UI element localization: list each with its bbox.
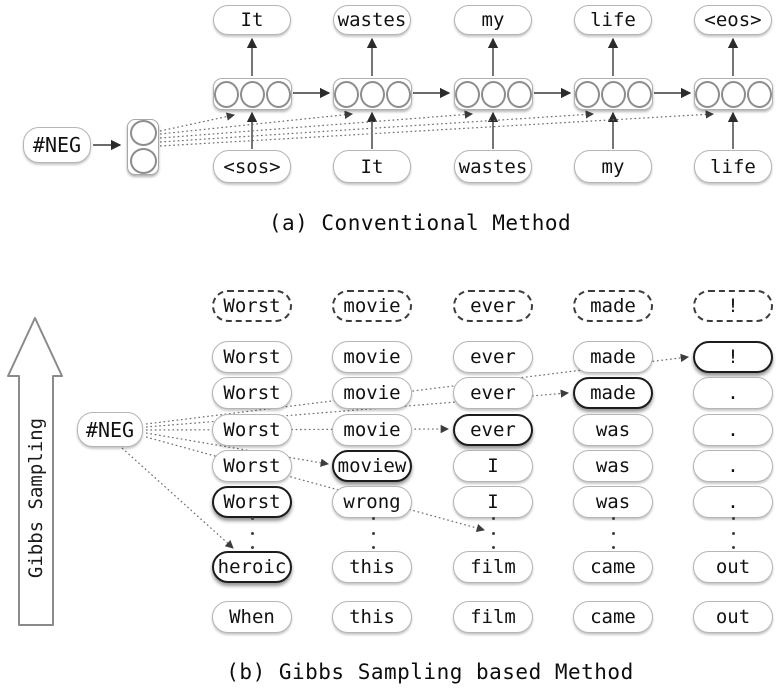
word-box: Worst [212, 377, 292, 409]
hidden-unit-circle [455, 80, 480, 108]
word-box: Worst [212, 450, 292, 482]
hidden-unit-circle [360, 80, 385, 108]
hidden-unit-circle [695, 80, 720, 108]
dotted-context-cell3 [159, 110, 474, 139]
word-box: movie [332, 341, 412, 373]
word-box: this [332, 551, 412, 583]
word-box: was [573, 486, 653, 518]
dotted-context-cell5 [159, 110, 715, 147]
word-box: out [693, 551, 773, 583]
output-word-box: <eos> [694, 5, 772, 35]
selected-word-box: heroic [212, 551, 292, 583]
input-word-box: <sos> [213, 150, 291, 183]
candidate-box-dashed: ever [453, 290, 533, 322]
dotted-context-cell4 [159, 110, 595, 143]
input-word-box: my [574, 150, 652, 183]
ellipsis-vertical [250, 517, 254, 549]
ellipsis-vertical [731, 517, 735, 549]
dotted-neg-to-exclaim [145, 353, 690, 425]
word-box: this [332, 601, 412, 633]
word-box: film [453, 601, 533, 633]
word-box: came [573, 551, 653, 583]
word-box: ever [453, 341, 533, 373]
rnn-cell [694, 78, 773, 110]
word-box: . [693, 414, 773, 446]
rnn-cell [574, 78, 653, 110]
word-box: When [212, 601, 292, 633]
hidden-unit-circle [240, 80, 265, 108]
ellipsis-vertical [371, 517, 375, 549]
word-box: I [453, 486, 533, 518]
ellipsis-vertical [611, 517, 615, 549]
caption-part-b: (b) Gibbs Sampling based Method [226, 660, 634, 684]
hidden-unit-circle [627, 80, 652, 108]
hidden-unit-circle [266, 80, 291, 108]
word-box: ever [453, 377, 533, 409]
hidden-unit-circle [747, 80, 772, 108]
hidden-unit-circle [601, 80, 626, 108]
dotted-context-cell2 [159, 110, 354, 135]
context-unit-circle [129, 148, 157, 174]
word-box: was [573, 414, 653, 446]
output-word-box: wastes [333, 5, 411, 35]
word-box: . [693, 377, 773, 409]
word-box: made [573, 341, 653, 373]
context-vector-box [127, 119, 159, 175]
dotted-context-cell1 [159, 112, 236, 132]
dotted-neg-to-heroic [121, 447, 234, 549]
dotted-neg-to-ellipsis [145, 436, 486, 533]
selected-word-box: moview [332, 450, 412, 482]
context-unit-circle [129, 120, 157, 146]
gibbs-sampling-arrow [7, 317, 63, 626]
neg-token-box-b: #NEG [77, 412, 143, 447]
caption-part-a: (a) Conventional Method [268, 211, 572, 235]
output-word-box: life [574, 5, 652, 35]
gibbs-sampling-label: Gibbs Sampling [25, 417, 47, 579]
output-word-box: my [454, 5, 532, 35]
input-word-box: life [694, 150, 772, 183]
selected-word-box: made [573, 377, 653, 409]
candidate-box-dashed: made [573, 290, 653, 322]
selected-word-box: Worst [212, 486, 292, 518]
word-box: . [693, 486, 773, 518]
output-word-box: It [213, 5, 291, 35]
hidden-unit-circle [334, 80, 359, 108]
hidden-unit-circle [721, 80, 746, 108]
candidate-box-dashed: movie [332, 290, 412, 322]
word-box: I [453, 450, 533, 482]
input-word-box: It [333, 150, 411, 183]
word-box: wrong [332, 486, 412, 518]
selected-word-box: ever [453, 414, 533, 446]
word-box: . [693, 450, 773, 482]
rnn-cell [454, 78, 533, 110]
word-box: came [573, 601, 653, 633]
neg-token-box-a: #NEG [23, 127, 91, 163]
word-box: Worst [212, 341, 292, 373]
hidden-unit-circle [481, 80, 506, 108]
hidden-unit-circle [214, 80, 239, 108]
word-box: movie [332, 414, 412, 446]
input-word-box: wastes [454, 150, 532, 183]
ellipsis-vertical [491, 517, 495, 549]
candidate-box-dashed: ! [693, 290, 773, 322]
word-box: Worst [212, 414, 292, 446]
word-box: was [573, 450, 653, 482]
selected-word-box: ! [693, 341, 773, 373]
word-box: movie [332, 377, 412, 409]
hidden-unit-circle [575, 80, 600, 108]
word-box: out [693, 601, 773, 633]
hidden-unit-circle [386, 80, 411, 108]
word-box: film [453, 551, 533, 583]
rnn-cell [213, 78, 292, 110]
hidden-unit-circle [507, 80, 532, 108]
candidate-box-dashed: Worst [212, 290, 292, 322]
rnn-cell [333, 78, 412, 110]
